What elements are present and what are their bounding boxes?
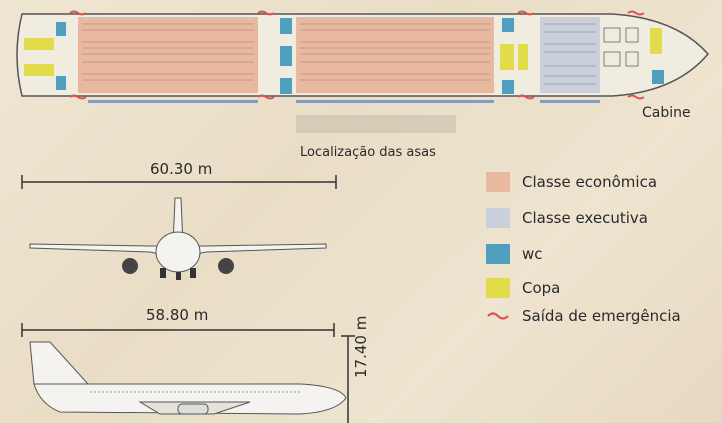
wing-location-label: Localização das asas: [300, 145, 436, 160]
business-section: [540, 17, 600, 93]
galley-front: [650, 28, 662, 54]
cabin-label: Cabine: [642, 105, 691, 121]
legend-item-exit: Saída de emergência: [486, 304, 681, 328]
galley-mid-2: [518, 44, 528, 70]
legend-item-business: Classe executiva: [486, 206, 648, 230]
wc-8: [652, 70, 664, 84]
seat-grid: [82, 23, 490, 81]
legend-label-business: Classe executiva: [522, 209, 648, 227]
wing-location-band: [296, 115, 456, 133]
legend-label-economy: Classe econômica: [522, 173, 658, 191]
front-view: [21, 175, 337, 280]
legend-label-wc: wc: [522, 245, 543, 263]
wc-7: [502, 80, 514, 94]
length-label: 58.80 m: [146, 306, 209, 324]
galley-rear-2: [24, 64, 54, 76]
emergency-exit-swatch: [487, 312, 509, 320]
legend-item-galley: Copa: [486, 276, 560, 300]
legend-item-wc: wc: [486, 242, 543, 266]
galley-mid: [500, 44, 514, 70]
economy-section-1: [78, 17, 258, 93]
side-view: [21, 323, 355, 423]
galley-rear-1: [24, 38, 54, 50]
legend-label-galley: Copa: [522, 279, 561, 297]
galley-swatch: [486, 278, 510, 298]
seat-map: [16, 10, 709, 133]
wc-swatch: [486, 244, 510, 264]
legend-label-exit: Saída de emergência: [522, 307, 681, 325]
wc-5: [280, 78, 292, 94]
wc-6: [502, 18, 514, 32]
economy-swatch: [486, 172, 510, 192]
wc-4: [280, 46, 292, 66]
legend-item-economy: Classe econômica: [486, 170, 657, 194]
wingspan-label: 60.30 m: [150, 160, 213, 178]
emergency-exits: [69, 10, 645, 100]
wc-3: [280, 18, 292, 34]
window-marks: [88, 100, 600, 103]
business-swatch: [486, 208, 510, 228]
economy-section-2: [296, 17, 494, 93]
wc-2: [56, 76, 66, 90]
wc-1: [56, 22, 66, 36]
height-label: 17.40 m: [352, 315, 370, 378]
